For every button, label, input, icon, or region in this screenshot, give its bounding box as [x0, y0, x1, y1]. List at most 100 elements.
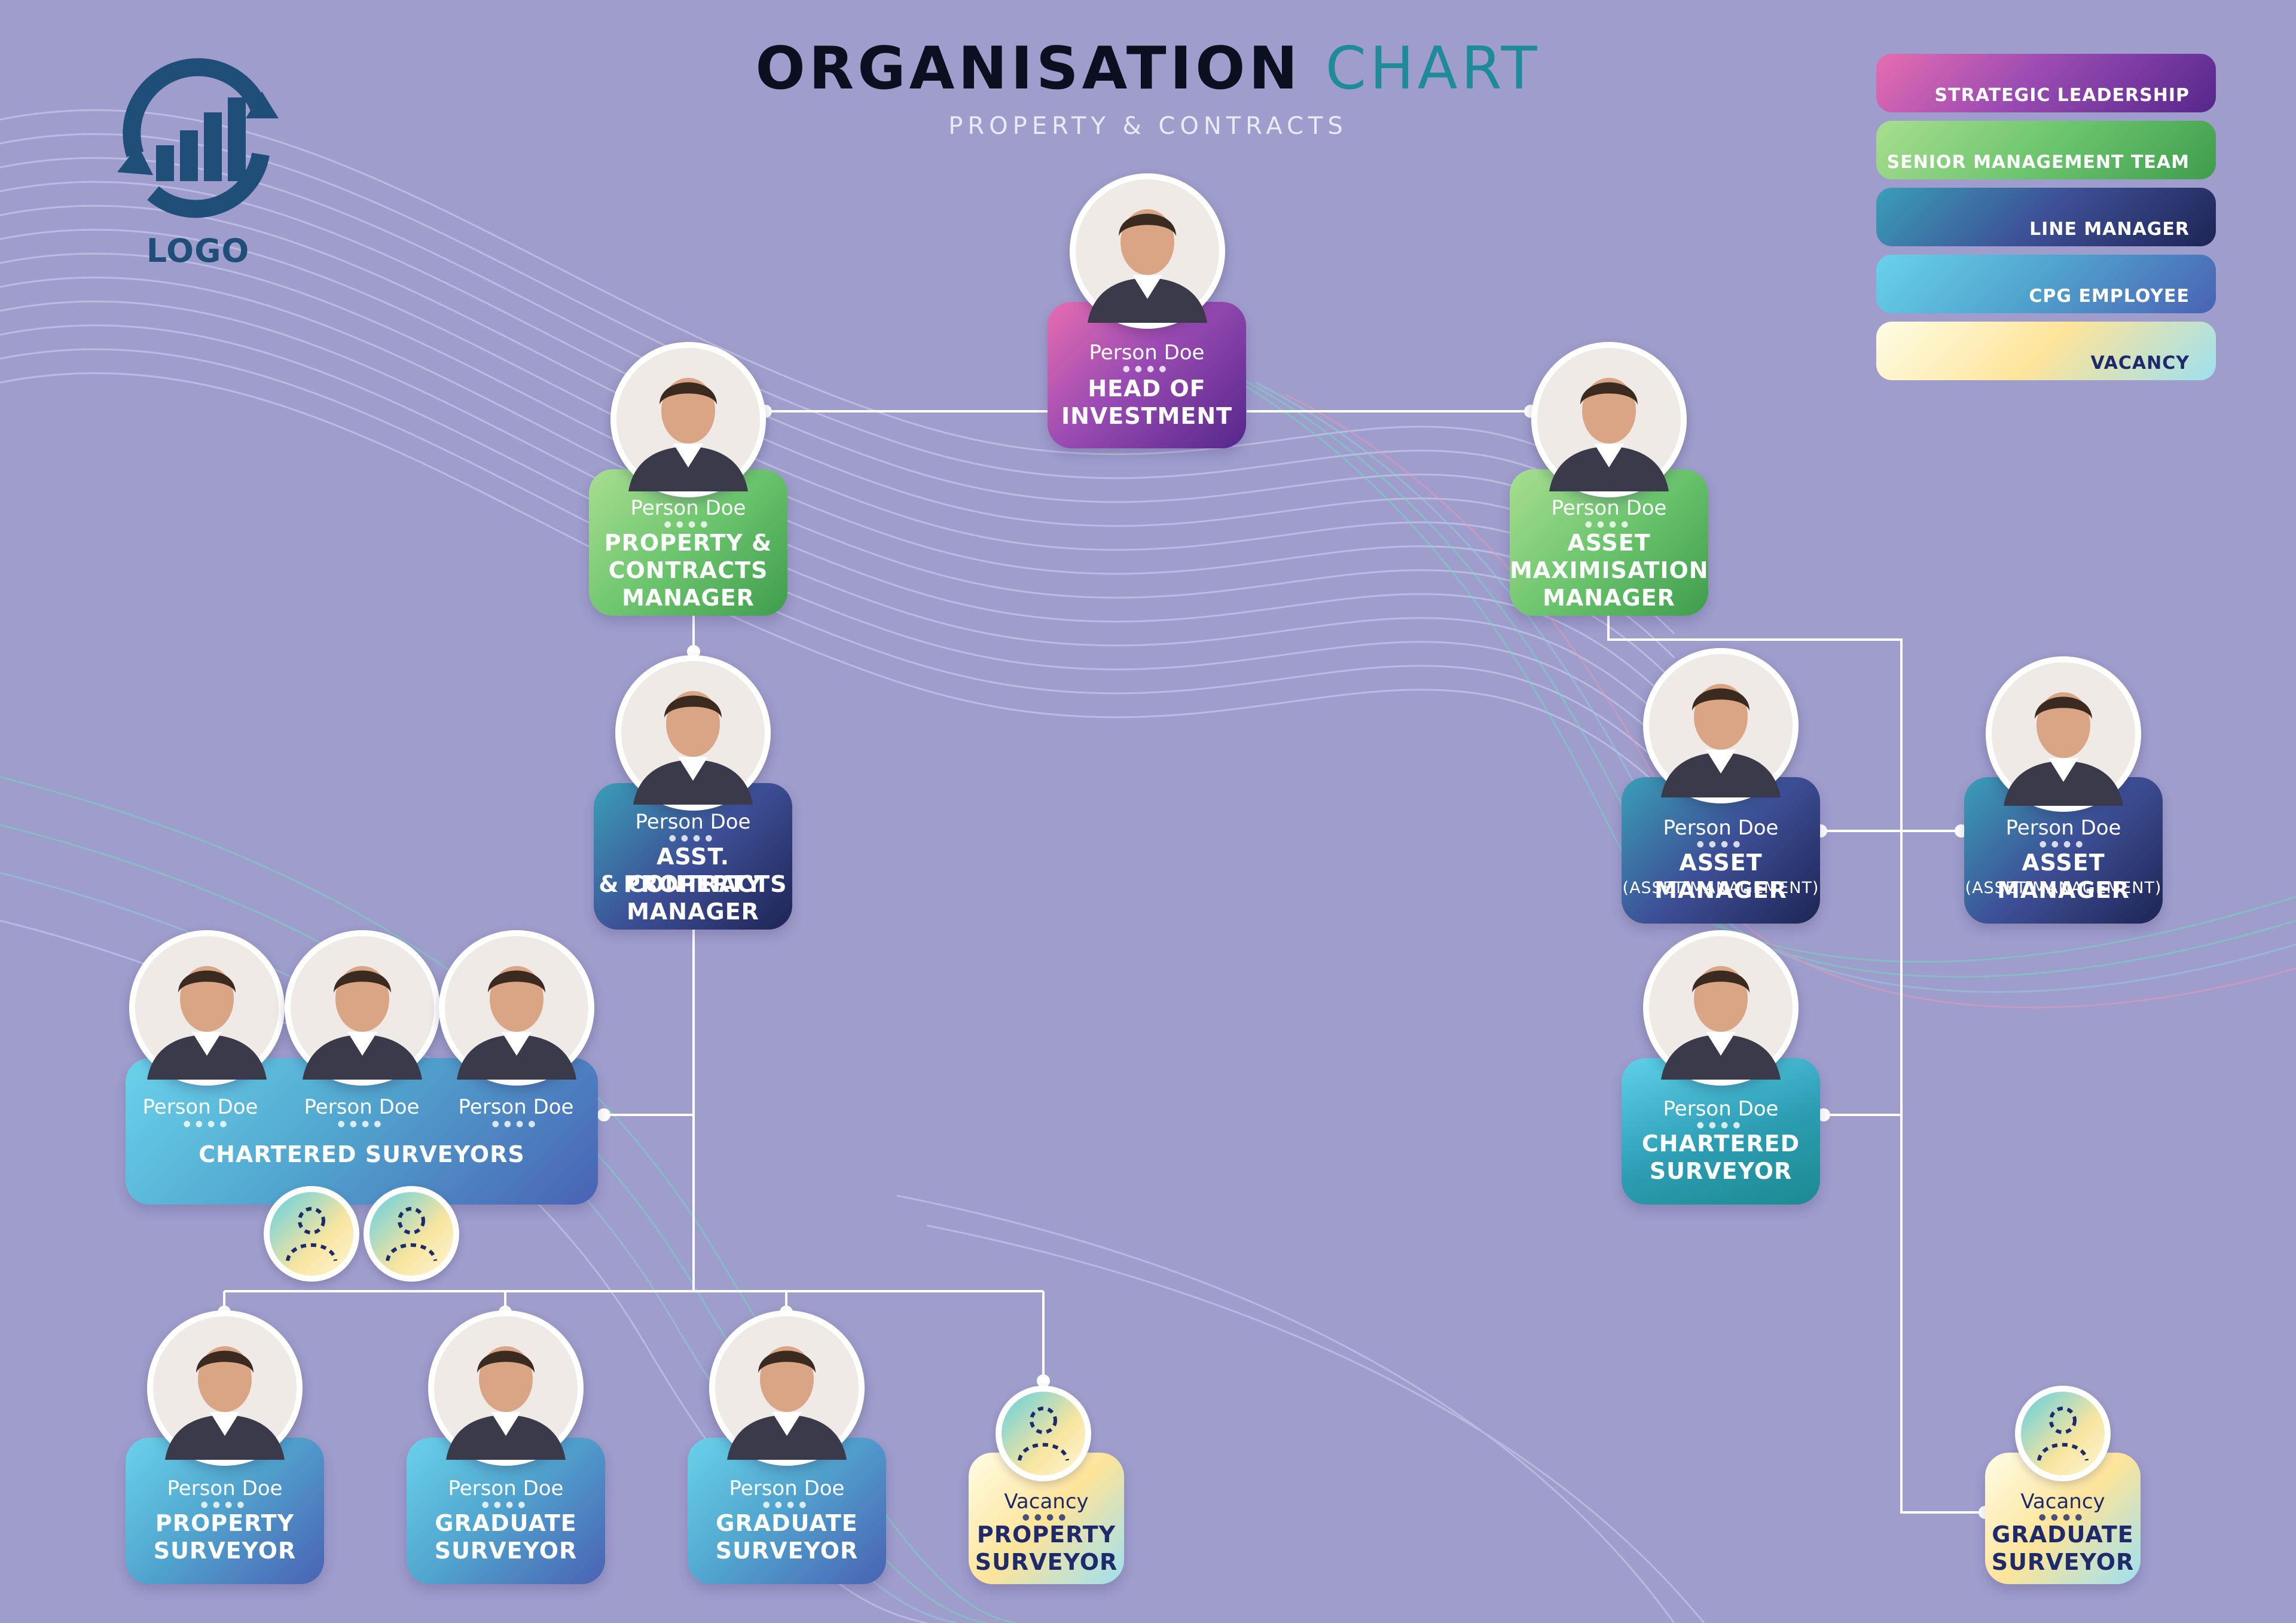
separator-dots: ●●●● — [481, 1500, 530, 1509]
role-line-1: HEAD OF — [1088, 375, 1206, 402]
person-photo — [1649, 654, 1793, 797]
vacancy-label: Vacancy — [2020, 1490, 2105, 1514]
role-line-1: GRADUATE — [435, 1510, 577, 1536]
group-role: CHARTERED SURVEYORS — [199, 1141, 525, 1167]
avatar — [615, 655, 771, 811]
separator-dots: ●●●● — [200, 1500, 249, 1509]
role-line-1: CHARTERED — [1641, 1130, 1800, 1157]
avatar — [1986, 656, 2141, 812]
separator-dots: ●●●● — [668, 833, 718, 843]
person-photo — [291, 936, 434, 1080]
page-title: ORGANISATION CHART — [0, 35, 2296, 103]
role-line-1: PROPERTY — [155, 1510, 295, 1536]
separator-dots: ●●●● — [1696, 1120, 1745, 1130]
legend-item-cpg: CPG EMPLOYEE — [1876, 255, 2216, 313]
person-photo — [445, 936, 588, 1080]
role-line-2: SURVEYOR — [434, 1538, 578, 1564]
avatar — [1643, 930, 1799, 1086]
growth-chart-icon — [117, 58, 279, 218]
role-line-2: (ASSET MANAGEMENT) — [1965, 879, 2162, 897]
vacancy-person-icon — [2037, 1407, 2089, 1461]
person-name: Person Doe — [1089, 341, 1205, 365]
separator-dots: ●●●● — [2038, 1512, 2087, 1522]
avatar — [1531, 342, 1687, 497]
separator-dots: ●●●● — [1022, 1512, 1071, 1522]
logo-text: LOGO — [146, 232, 250, 270]
node-vacancy-property-surveyor[interactable]: Vacancy ●●●● PROPERTY SURVEYOR — [969, 1453, 1124, 1584]
role-line-2: SURVEYOR — [975, 1549, 1118, 1575]
person-photo — [1992, 662, 2135, 806]
node-asst-property-contracts-manager[interactable]: Person Doe ●●●● ASST. PROPERTY & CONTRAC… — [594, 783, 792, 930]
person-name-3: Person Doe — [458, 1095, 574, 1119]
vacancy-placeholder[interactable] — [264, 1186, 359, 1282]
avatar — [610, 342, 766, 497]
company-logo[interactable]: LOGO — [99, 35, 297, 274]
person-name: Person Doe — [729, 1477, 845, 1500]
page-subtitle: PROPERTY & CONTRACTS — [948, 112, 1348, 140]
person-name: Person Doe — [448, 1477, 564, 1500]
legend-item-slt: STRATEGIC LEADERSHIP TEAM — [1876, 54, 2216, 112]
avatar — [709, 1310, 865, 1466]
person-name-1: Person Doe — [142, 1095, 258, 1119]
separator-dots: ●●●● — [2039, 839, 2088, 849]
person-name: Person Doe — [630, 496, 746, 520]
avatar — [147, 1310, 303, 1466]
role-line-1: ASST. PROPERTY — [623, 843, 763, 897]
person-name: Person Doe — [167, 1477, 283, 1500]
legend-item-vacancy: VACANCY — [1876, 322, 2216, 380]
person-photo — [715, 1316, 859, 1460]
node-chartered-surveyor[interactable]: Person Doe ●●●● CHARTERED SURVEYOR — [1622, 1058, 1820, 1205]
separator-dots: ●●●● — [1696, 839, 1745, 849]
role-line-3: MANAGER — [1543, 585, 1675, 611]
separator-dots: ●●●● — [337, 1119, 386, 1129]
title-accent: CHART — [1325, 35, 1541, 103]
avatar — [428, 1310, 584, 1466]
separator-dots: ●●●● — [491, 1119, 541, 1129]
role-line-3: MANAGER — [622, 585, 755, 611]
role-line-2: & CONTRACTS — [599, 871, 787, 897]
role-line-3: MANAGER — [627, 898, 759, 925]
person-name-2: Person Doe — [304, 1095, 420, 1119]
separator-dots: ●●●● — [1584, 519, 1634, 529]
person-photo — [1537, 348, 1681, 491]
role-line-1: GRADUATE — [1992, 1521, 2134, 1548]
avatar — [1070, 173, 1225, 329]
role-line-2: MAXIMISATION — [1510, 557, 1709, 583]
vacancy-placeholder — [2015, 1386, 2111, 1481]
vacancy-placeholder[interactable] — [364, 1186, 459, 1282]
avatar — [129, 930, 285, 1086]
person-name: Person Doe — [1663, 1097, 1779, 1121]
separator-dots: ●●●● — [762, 1500, 811, 1509]
vacancy-person-icon — [386, 1207, 437, 1261]
vacancy-person-icon — [1018, 1407, 1069, 1461]
node-asset-manager-2[interactable]: Person Doe ●●●● ASSET MANAGER (ASSET MAN… — [1964, 777, 2163, 924]
person-photo — [616, 348, 760, 491]
legend-item-line-manager: LINE MANAGER — [1876, 188, 2216, 246]
title-main: ORGANISATION — [755, 35, 1302, 103]
vacancy-person-icon — [286, 1207, 337, 1261]
person-name: Person Doe — [2005, 816, 2121, 840]
role-line-2: CONTRACTS — [608, 557, 768, 583]
separator-dots: ●●●● — [664, 519, 713, 529]
role-line-2: SURVEYOR — [1991, 1549, 2135, 1575]
person-photo — [1649, 936, 1793, 1080]
role-line-1: PROPERTY & — [604, 530, 773, 556]
avatar — [1643, 648, 1799, 803]
node-graduate-surveyor-2[interactable]: Person Doe ●●●● GRADUATE SURVEYOR — [688, 1438, 886, 1584]
role-line-1: GRADUATE — [716, 1510, 858, 1536]
role-line-2: SURVEYOR — [153, 1538, 297, 1564]
role-line-2: SURVEYOR — [715, 1538, 859, 1564]
avatar — [285, 930, 440, 1086]
person-name: Person Doe — [635, 810, 751, 834]
person-photo — [621, 661, 765, 805]
role-line-1: ASSET — [1567, 530, 1651, 556]
person-photo — [135, 936, 279, 1080]
person-name: Person Doe — [1551, 496, 1667, 520]
separator-dots: ●●●● — [1122, 364, 1171, 374]
vacancy-label: Vacancy — [1004, 1490, 1089, 1514]
role-line-2: INVESTMENT — [1061, 403, 1233, 429]
role-line-1: ASSET MANAGER — [1997, 849, 2130, 903]
role-line-1: ASSET MANAGER — [1654, 849, 1787, 903]
avatar — [439, 930, 594, 1086]
role-line-2: (ASSET MANAGEMENT) — [1622, 879, 1819, 897]
